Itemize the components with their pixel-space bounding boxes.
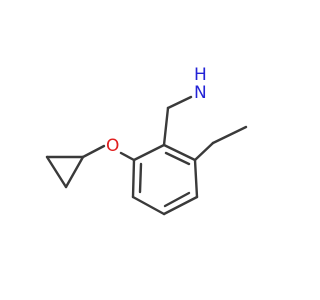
bond-cyclopropyl-3 [64,155,85,189]
bond-ring-o [119,151,136,162]
molecule-structure: H N O [45,65,248,216]
bond-ring-inner-1 [164,151,191,166]
bond-ring-ethyl [193,141,215,162]
bond-ring-inner-2 [163,191,191,208]
bond-ring-3 [162,195,199,216]
bond-ring-ch2 [162,106,170,147]
bond-ethyl-ch3 [211,125,248,145]
bond-cyclopropyl-2 [45,155,68,189]
bond-ring-2 [193,158,199,199]
amine-n-label: N [194,83,207,103]
ether-o-label: O [106,136,119,156]
bond-ring-4 [131,195,166,216]
bond-ring-5 [131,158,136,199]
bond-ring-6 [132,143,166,162]
bond-o-cyclopropyl [81,144,106,159]
bond-ring-1 [162,143,197,162]
bond-ch2-n [166,95,193,110]
amine-h-label: H [194,65,207,85]
bond-ring-inner-3 [138,162,143,194]
